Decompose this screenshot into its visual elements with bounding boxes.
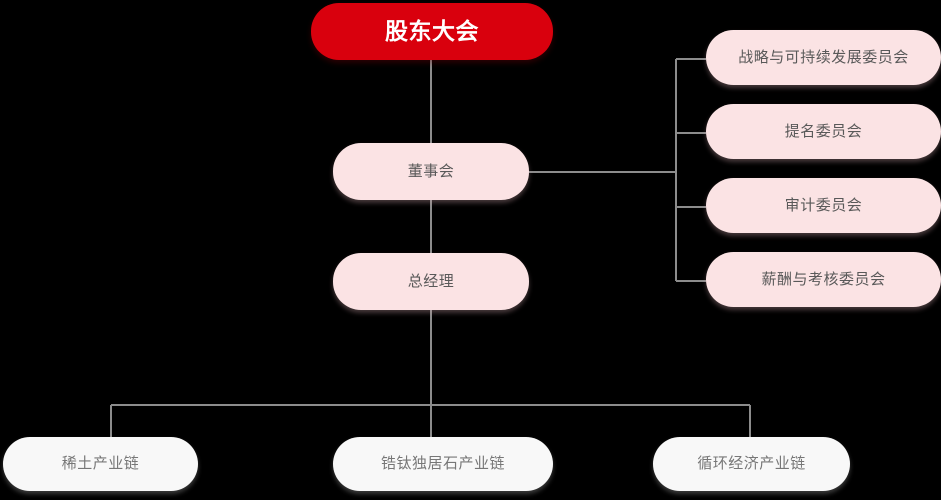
node-board-of-directors[interactable]: 董事会 (333, 143, 529, 200)
node-chain-zircon-titanium-monazite[interactable]: 锆钛独居石产业链 (333, 437, 553, 491)
node-general-manager[interactable]: 总经理 (333, 253, 529, 310)
node-shareholders-meeting[interactable]: 股东大会 (311, 3, 553, 60)
node-committee-strategy[interactable]: 战略与可持续发展委员会 (706, 30, 941, 85)
node-committee-nomination[interactable]: 提名委员会 (706, 104, 941, 159)
node-chain-circular-economy[interactable]: 循环经济产业链 (653, 437, 850, 491)
node-chain-rare-earth[interactable]: 稀土产业链 (3, 437, 198, 491)
node-committee-audit[interactable]: 审计委员会 (706, 178, 941, 233)
node-committee-remuneration[interactable]: 薪酬与考核委员会 (706, 252, 941, 307)
